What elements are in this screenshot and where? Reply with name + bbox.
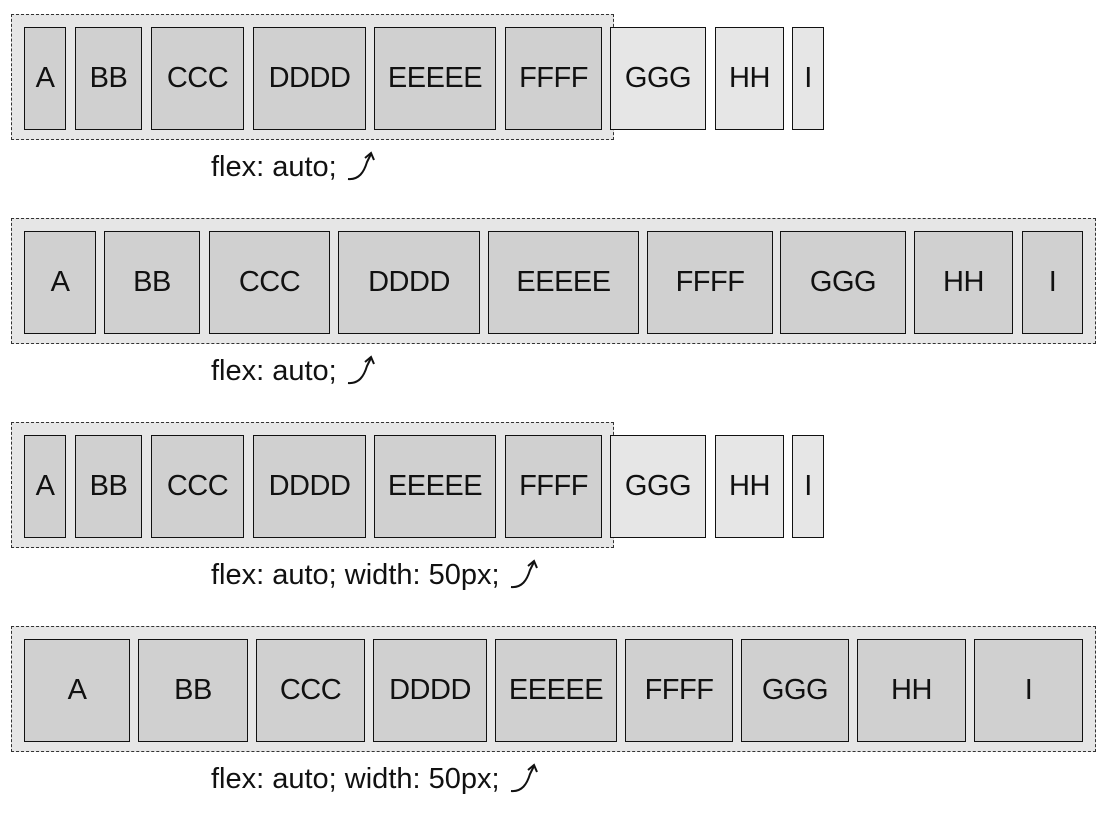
flex-item: BB — [75, 435, 142, 538]
caption: flex: auto; width: 50px; — [211, 762, 544, 796]
flex-item: DDDD — [373, 639, 487, 742]
flex-item: FFFF — [625, 639, 733, 742]
caption: flex: auto; — [211, 354, 381, 388]
flex-item: HH — [857, 639, 966, 742]
curved-arrow-icon — [510, 559, 538, 589]
flex-item: HH — [914, 231, 1013, 334]
flex-item: CCC — [151, 435, 244, 538]
flex-item: FFFF — [505, 27, 602, 130]
flex-item: CCC — [151, 27, 244, 130]
flex-item: FFFF — [647, 231, 773, 334]
flex-item: BB — [75, 27, 142, 130]
flex-item: EEEEE — [495, 639, 617, 742]
flex-item: I — [1022, 231, 1083, 334]
caption: flex: auto; width: 50px; — [211, 558, 544, 592]
flex-item: EEEEE — [488, 231, 639, 334]
flex-item-overflow: HH — [715, 27, 784, 130]
flex-item: I — [974, 639, 1083, 742]
flex-diagram-1: A BB CCC DDDD EEEEE FFFF GGG HH I flex: … — [0, 14, 1108, 204]
flex-item: EEEEE — [374, 435, 496, 538]
flex-item: DDDD — [253, 435, 366, 538]
flex-item: GGG — [741, 639, 849, 742]
flex-item-overflow: I — [792, 435, 824, 538]
flex-item-overflow: GGG — [610, 435, 706, 538]
flex-item: A — [24, 435, 66, 538]
caption-text: flex: auto; width: 50px; — [211, 558, 500, 591]
flex-diagram-2: A BB CCC DDDD EEEEE FFFF GGG HH I flex: … — [0, 218, 1108, 408]
flex-item: CCC — [209, 231, 330, 334]
flex-item: DDDD — [253, 27, 366, 130]
flex-item: CCC — [256, 639, 365, 742]
curved-arrow-icon — [347, 355, 375, 385]
flex-item: BB — [138, 639, 248, 742]
curved-arrow-icon — [510, 763, 538, 793]
flex-item: A — [24, 231, 96, 334]
flex-diagram-4: A BB CCC DDDD EEEEE FFFF GGG HH I flex: … — [0, 626, 1108, 816]
flex-item: DDDD — [338, 231, 480, 334]
flex-item: GGG — [780, 231, 906, 334]
flex-item: EEEEE — [374, 27, 496, 130]
caption-text: flex: auto; — [211, 150, 337, 183]
flex-item: A — [24, 27, 66, 130]
flex-item-overflow: HH — [715, 435, 784, 538]
caption: flex: auto; — [211, 150, 381, 184]
caption-text: flex: auto; — [211, 354, 337, 387]
flex-item: BB — [104, 231, 200, 334]
flex-diagram-3: A BB CCC DDDD EEEEE FFFF GGG HH I flex: … — [0, 422, 1108, 612]
flex-item: A — [24, 639, 130, 742]
caption-text: flex: auto; width: 50px; — [211, 762, 500, 795]
flex-item-overflow: GGG — [610, 27, 706, 130]
flex-item: FFFF — [505, 435, 602, 538]
curved-arrow-icon — [347, 151, 375, 181]
flex-item-overflow: I — [792, 27, 824, 130]
